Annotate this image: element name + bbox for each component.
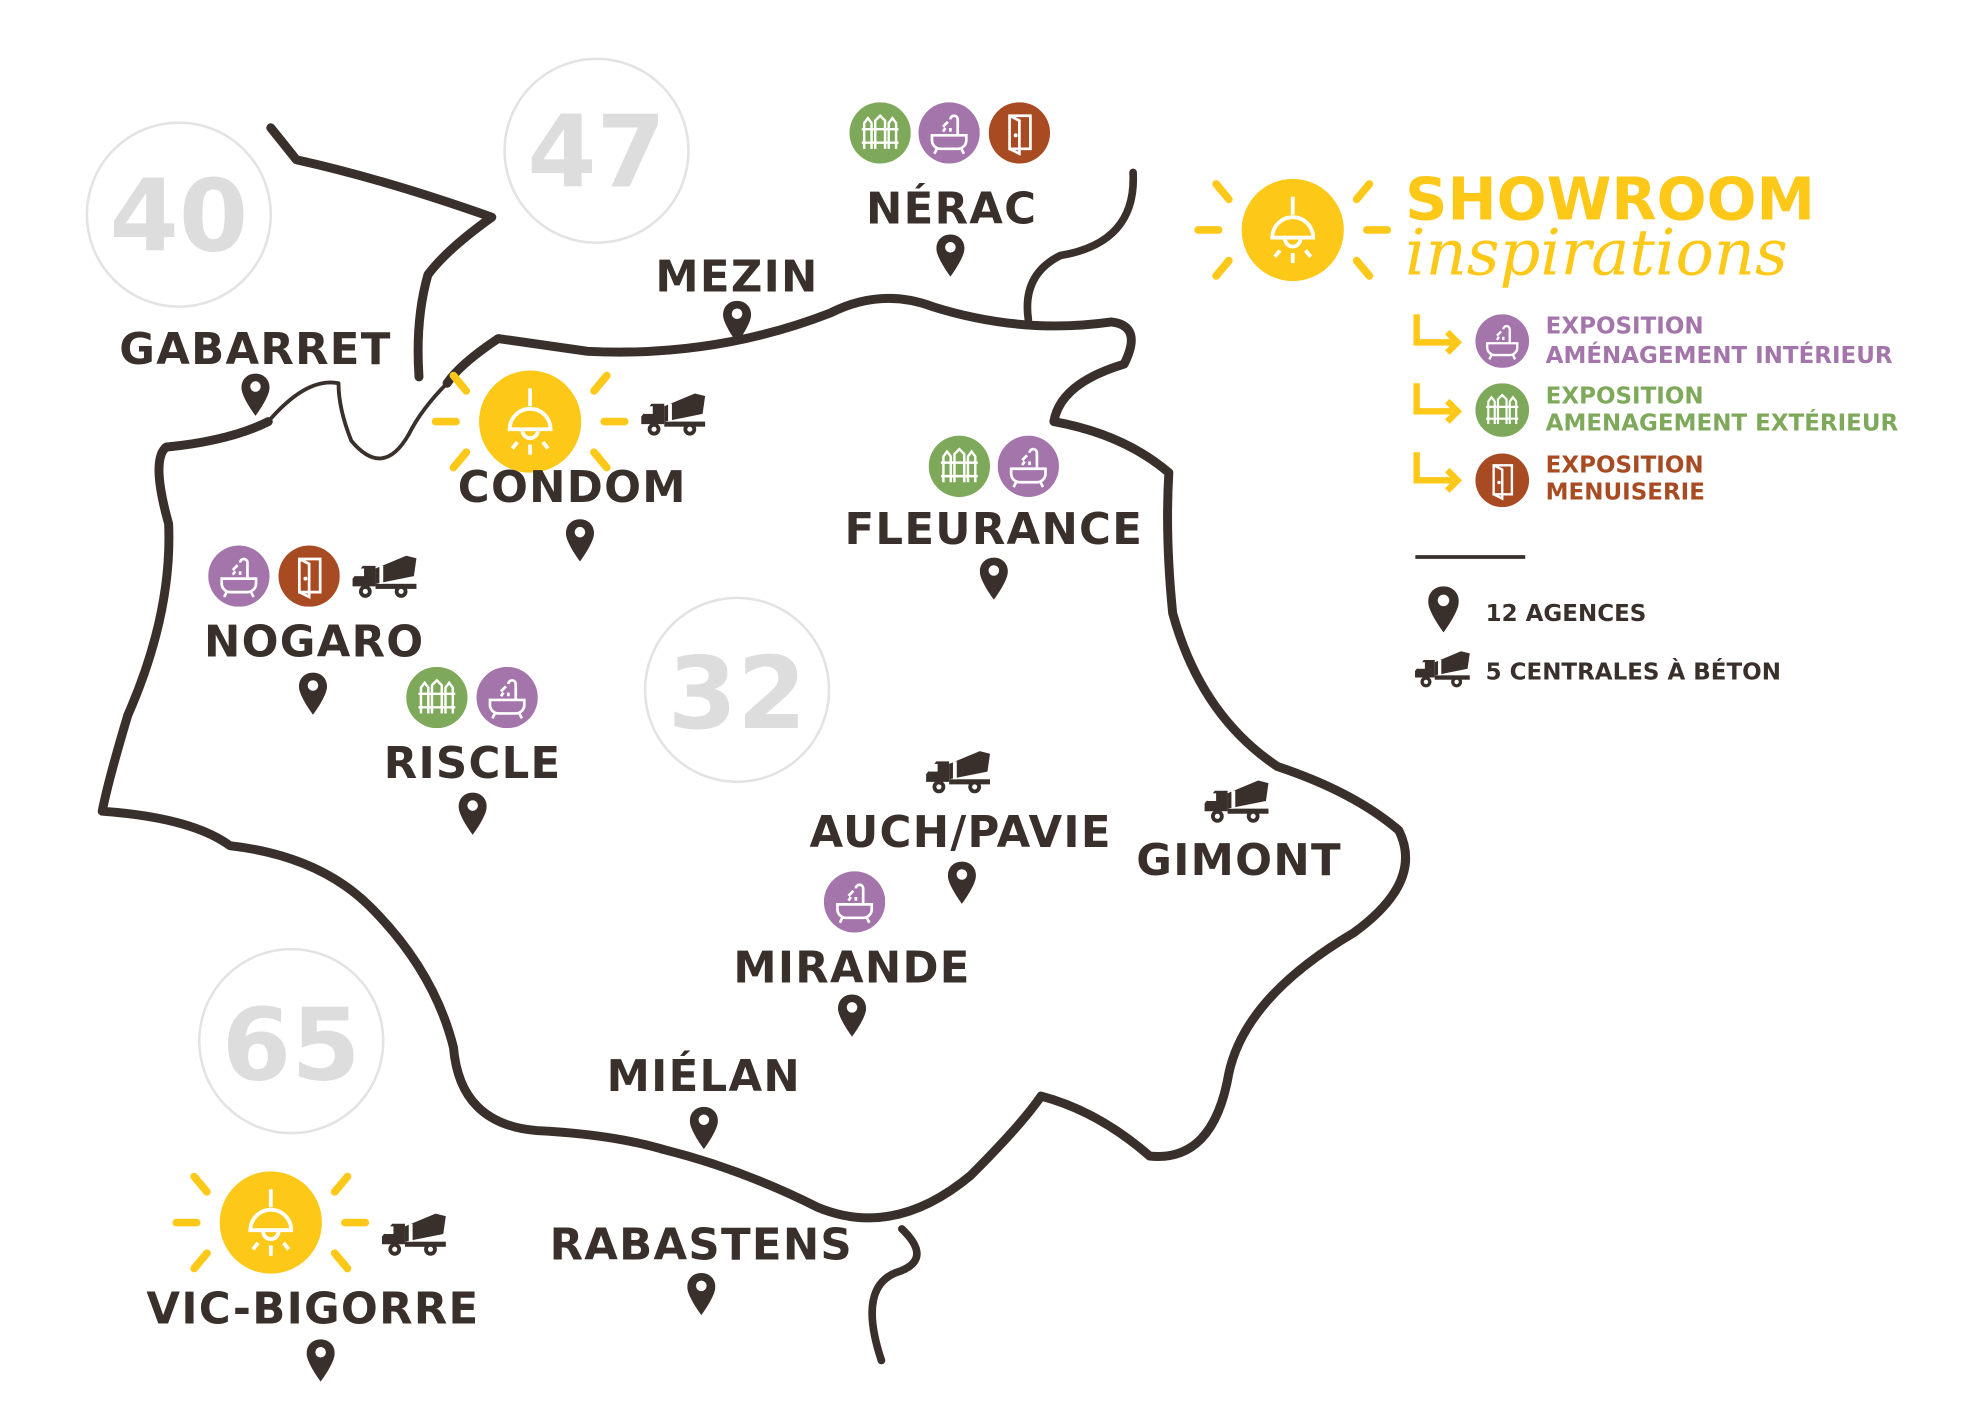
city-auch-pavie: AUCH/PAVIE <box>809 808 1111 858</box>
bathtub-icon <box>476 666 538 729</box>
city-vic-bigorre: VIC-BIGORRE <box>146 1284 479 1334</box>
map-outline <box>97 123 1411 1365</box>
pin-icon <box>1428 586 1459 633</box>
department-40: 40 <box>85 121 273 308</box>
city-nerac: NÉRAC <box>866 184 1037 235</box>
arrow-icon <box>1417 383 1458 421</box>
svg-text:65: 65 <box>222 988 361 1103</box>
city-nogaro: NOGARO <box>204 618 425 668</box>
city-gimont: GIMONT <box>1136 836 1342 886</box>
city-gabarret: GABARRET <box>119 325 391 375</box>
fence-icon <box>406 666 468 729</box>
bathtub-icon <box>997 435 1059 497</box>
city-riscle: RISCLE <box>384 739 562 789</box>
pin-icon[interactable] <box>565 519 594 562</box>
legend-label: EXPOSITION <box>1546 384 1704 410</box>
legend-label: AMENAGEMENT EXTÉRIEUR <box>1546 409 1899 437</box>
legend-label: AMÉNAGEMENT INTÉRIEUR <box>1546 341 1893 369</box>
showroom-lamp-icon <box>176 1171 365 1273</box>
bathtub-icon <box>823 871 886 933</box>
bathtub-icon <box>1475 314 1530 368</box>
pin-icon[interactable] <box>241 373 270 416</box>
door-icon <box>278 545 340 607</box>
city-mirande: MIRANDE <box>733 943 970 993</box>
door-icon <box>988 102 1051 164</box>
legend-label: EXPOSITION <box>1546 313 1704 339</box>
svg-text:32: 32 <box>668 637 807 752</box>
city-condom: CONDOM <box>458 463 687 513</box>
pin-icon[interactable] <box>298 672 328 715</box>
showroom-lamp-icon <box>1198 179 1387 281</box>
concrete-truck-icon <box>381 1213 446 1256</box>
pin-icon[interactable] <box>947 861 976 904</box>
concrete-truck-icon <box>1415 651 1470 688</box>
department-47: 47 <box>503 57 690 245</box>
pin-icon[interactable] <box>979 557 1008 600</box>
concrete-truck-icon <box>352 555 417 598</box>
showroom-lamp-icon <box>436 370 625 472</box>
city-mielan: MIÉLAN <box>607 1051 801 1102</box>
door-icon <box>1475 453 1530 508</box>
city-mezin: MEZIN <box>655 252 818 302</box>
concrete-truck-icon <box>1204 780 1269 823</box>
city-fleurance: FLEURANCE <box>844 505 1143 555</box>
fence-icon <box>1475 383 1530 437</box>
bathtub-icon <box>208 545 270 607</box>
pin-icon[interactable] <box>458 792 487 835</box>
pin-icon[interactable] <box>936 234 965 277</box>
arrow-icon <box>1417 452 1458 490</box>
svg-text:40: 40 <box>110 159 249 274</box>
legend-label: MENUISERIE <box>1546 480 1705 506</box>
bathtub-icon <box>918 102 980 164</box>
legend: SHOWROOM inspirations EXPOSITION AMÉNAGE… <box>1198 165 1899 688</box>
concrete-truck-icon <box>926 751 990 794</box>
svg-text:47: 47 <box>527 96 666 211</box>
pin-icon[interactable] <box>306 1339 335 1382</box>
department-65: 65 <box>198 947 385 1135</box>
legend-agencies: 12 AGENCES <box>1486 601 1647 627</box>
legend-plants: 5 CENTRALES À BÉTON <box>1486 658 1781 686</box>
legend-label: EXPOSITION <box>1546 453 1704 479</box>
pin-icon[interactable] <box>837 994 867 1037</box>
legend-title: SHOWROOM <box>1405 165 1815 234</box>
fence-icon <box>928 435 990 497</box>
arrow-icon <box>1417 314 1458 352</box>
pin-icon[interactable] <box>687 1272 716 1316</box>
city-rabastens: RABASTENS <box>550 1221 853 1271</box>
legend-subtitle: inspirations <box>1405 217 1788 291</box>
concrete-truck-icon <box>641 393 706 436</box>
fence-icon <box>849 102 911 164</box>
department-32: 32 <box>643 596 831 784</box>
pin-icon[interactable] <box>689 1106 718 1150</box>
